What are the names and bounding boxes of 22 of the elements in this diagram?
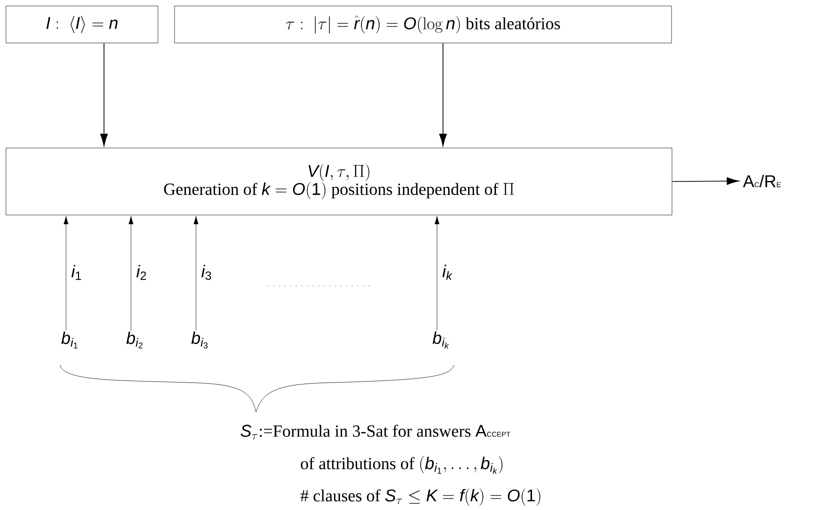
process-box: $V(I,\tau,\Pi)$ $\text{Generation of }k = O(1)\text{ positions independent of }\Pi$: [6, 148, 672, 216]
output-label: $\textsf{A{\scriptsize C}/R{\scriptsize E}}$: [743, 174, 781, 188]
arrow: [100, 42, 108, 146]
input-box: $\tau:\ |\tau| = \hat{r}(n) = O(\log n)\text{ bits aleatórios}$: [174, 6, 672, 44]
input-box: $I:\ \langle I\rangle = n$: [6, 6, 158, 44]
edge-label: $i_2$: [136, 264, 146, 280]
edge-label: $i_3$: [201, 264, 212, 280]
formula-text: $S_\tau\text{:=Formula in 3-Sat for answers }\textsf{A{\scriptsize CCEPT}}$: [240, 424, 510, 440]
arrow: [64, 216, 68, 331]
edge-label: $i_1$: [71, 264, 82, 280]
bit-label: $b_{i_k}$: [432, 332, 450, 348]
formula-text: $\text{\# clauses of }S_\tau \le K = f(k) = O(1)$: [300, 488, 540, 506]
bit-label: $b_{i_2}$: [126, 332, 142, 348]
arrow: [672, 177, 740, 185]
formula-text: $\text{of attributions of }(b_{i_1},\ldots,b_{i_k})$: [300, 456, 502, 474]
arrow: [434, 216, 440, 330]
arrow: [194, 216, 198, 331]
edge-label: $i_k$: [442, 264, 452, 280]
bit-label: $b_{i_3}$: [191, 332, 208, 348]
bit-label: $b_{i_1}$: [61, 332, 78, 348]
arrow: [439, 42, 447, 146]
arrow: [128, 216, 134, 331]
